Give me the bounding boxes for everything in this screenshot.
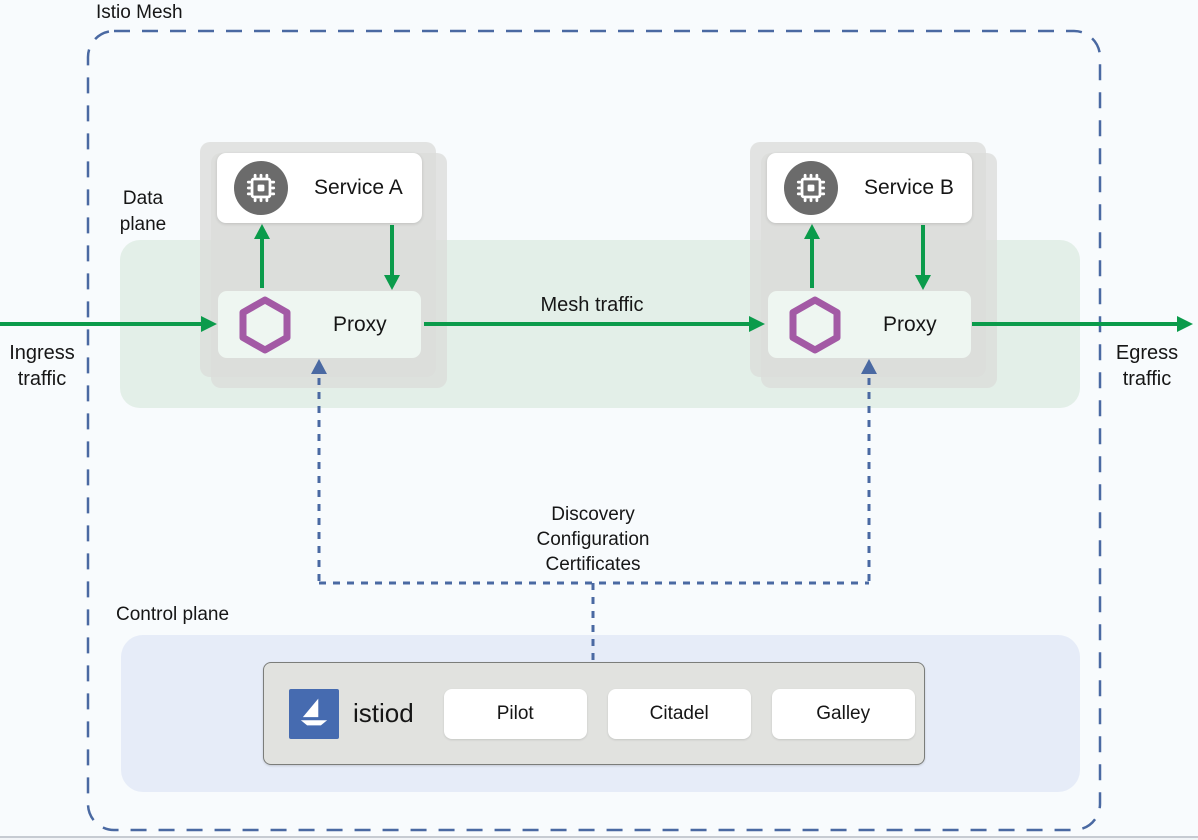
- page-bottom-fill: [0, 838, 1198, 840]
- traffic-arrowheads: [201, 224, 1193, 332]
- egress-traffic-label: Egress traffic: [1115, 342, 1179, 390]
- traffic-arrows: [0, 225, 1179, 326]
- service-a-box: Service A: [217, 153, 422, 223]
- data-plane-label: Data plane: [119, 188, 167, 235]
- proxy-b-label: Proxy: [883, 312, 937, 336]
- service-a-label: Service A: [314, 176, 403, 199]
- control-channel-line-2: Configuration: [536, 529, 650, 550]
- control-channel-line-3: Certificates: [545, 554, 641, 575]
- istiod-label: istiod: [353, 698, 414, 728]
- istio-logo-icon: [289, 688, 339, 739]
- service-b-label: Service B: [864, 176, 954, 199]
- proxy-a-label: Proxy: [333, 312, 387, 336]
- page-bottom-divider: [0, 836, 1198, 838]
- proxy-a-box: Proxy: [218, 291, 421, 358]
- proxy-b-box: Proxy: [768, 291, 971, 358]
- mesh-traffic-label: Mesh traffic: [540, 294, 644, 316]
- service-a-chip-badge: [234, 161, 288, 215]
- istio-mesh-title: Istio Mesh: [96, 2, 183, 23]
- proxy-hexagon-icon: [239, 296, 291, 354]
- ingress-traffic-label: Ingress traffic: [9, 342, 75, 390]
- microchip-icon: [246, 173, 276, 203]
- component-galley: Galley: [771, 688, 915, 739]
- istio-mesh-boundary: [86, 29, 1102, 832]
- control-connector-lines: [317, 378, 871, 660]
- control-connector-arrowheads: [311, 359, 877, 374]
- istiod-box: istiod Pilot Citadel Galley: [263, 662, 925, 765]
- component-pilot: Pilot: [443, 688, 587, 739]
- service-b-box: Service B: [767, 153, 972, 223]
- control-channel-label: Discovery Configuration Certificates: [493, 502, 693, 577]
- control-plane-label: Control plane: [116, 604, 230, 625]
- microchip-icon: [796, 173, 826, 203]
- proxy-hexagon-icon: [789, 296, 841, 354]
- component-citadel: Citadel: [607, 688, 751, 739]
- control-channel-line-1: Discovery: [551, 504, 635, 525]
- service-b-chip-badge: [784, 161, 838, 215]
